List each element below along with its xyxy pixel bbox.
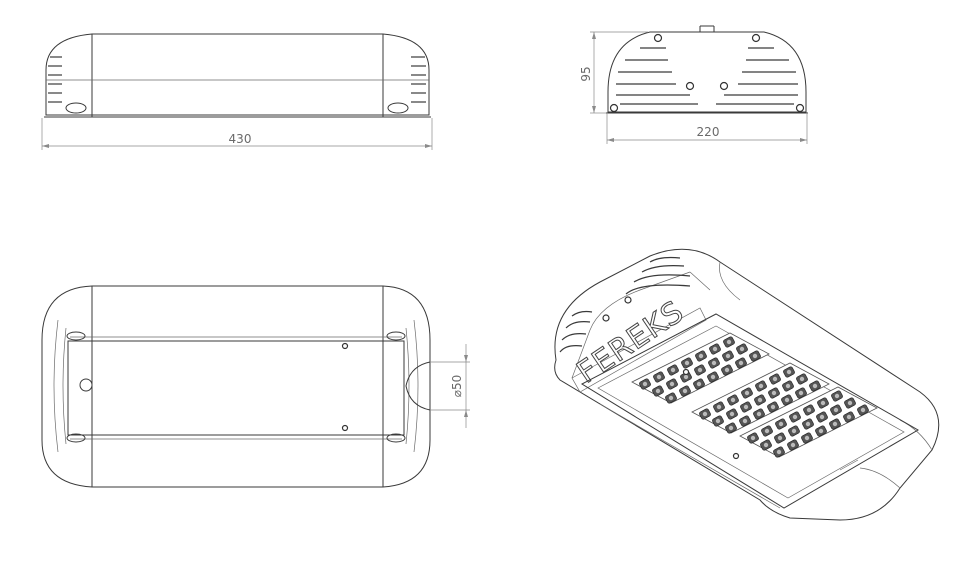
led-modules <box>631 332 878 458</box>
led-lens-center <box>712 346 718 352</box>
dimension-height-label: 95 <box>579 66 593 81</box>
led-lens-center <box>696 381 702 387</box>
led-lens-center <box>683 374 689 380</box>
led-lens-center <box>711 360 717 366</box>
led-lens-center <box>778 421 784 427</box>
led-lens-center <box>756 411 762 417</box>
dimension-length-label: 430 <box>229 132 252 146</box>
led-lens-center <box>698 353 704 359</box>
led-lens-center <box>818 428 824 434</box>
side-view-left-fins <box>48 56 87 114</box>
end-view-screws <box>609 33 805 113</box>
led-lens-center <box>819 414 825 420</box>
led-lens-center <box>730 397 736 403</box>
led-lens-center <box>806 407 812 413</box>
led-lens-center <box>739 346 745 352</box>
dimension-hole-label: ⌀50 <box>450 375 464 398</box>
led-lens-center <box>785 383 791 389</box>
led-lens-center <box>771 390 777 396</box>
led-lens-center <box>743 404 749 410</box>
led-lens-center <box>670 367 676 373</box>
led-lens-center <box>702 411 708 417</box>
led-lens-center <box>847 400 853 406</box>
led-lens-center <box>770 404 776 410</box>
led-lens-center <box>790 442 796 448</box>
led-lens-center <box>682 388 688 394</box>
led-lens-center <box>757 397 763 403</box>
led-lens-center <box>726 339 732 345</box>
side-view-right-fins <box>387 56 426 114</box>
led-lens-center <box>669 381 675 387</box>
top-view: ⌀50 <box>41 285 470 488</box>
led-lens-center <box>799 376 805 382</box>
led-lens-center <box>728 425 734 431</box>
led-lens-center <box>832 421 838 427</box>
led-lens-center <box>750 435 756 441</box>
led-lens-center <box>655 388 661 394</box>
led-lens-center <box>710 374 716 380</box>
led-lens-center <box>752 353 758 359</box>
led-lens-center <box>715 418 721 424</box>
end-view-left-fins <box>616 47 698 105</box>
dimension-width-label: 220 <box>697 125 720 139</box>
dimension-hole: ⌀50 <box>430 344 470 428</box>
led-lens-center <box>805 421 811 427</box>
led-lens-center <box>784 397 790 403</box>
led-lens-center <box>656 374 662 380</box>
led-lens-center <box>738 360 744 366</box>
led-lens-center <box>724 367 730 373</box>
dimension-height: 95 <box>579 31 648 114</box>
led-lens-center <box>777 435 783 441</box>
dimension-width: 220 <box>606 114 808 144</box>
led-lens-center <box>764 428 770 434</box>
led-lens-center <box>791 428 797 434</box>
led-lens-center <box>834 393 840 399</box>
led-lens-center <box>833 407 839 413</box>
led-lens-center <box>742 418 748 424</box>
led-lens-center <box>642 381 648 387</box>
led-lens-center <box>812 383 818 389</box>
led-lens-center <box>860 407 866 413</box>
led-lens-center <box>744 390 750 396</box>
end-view: 95 220 <box>579 25 808 144</box>
dimension-length: 430 <box>41 118 433 150</box>
led-lens-center <box>763 442 769 448</box>
led-lens-center <box>820 400 826 406</box>
led-lens-center <box>804 435 810 441</box>
led-lens-center <box>729 411 735 417</box>
led-lens-center <box>668 395 674 401</box>
iso-fins <box>559 256 691 353</box>
led-lens-center <box>697 367 703 373</box>
side-view: 430 <box>41 33 433 150</box>
led-lens-center <box>846 414 852 420</box>
led-lens-center <box>772 376 778 382</box>
end-view-right-fins <box>716 47 798 105</box>
led-lens-center <box>786 369 792 375</box>
led-lens-center <box>798 390 804 396</box>
isometric-view: FEREKS <box>554 248 940 521</box>
led-lens-center <box>776 449 782 455</box>
led-lens-center <box>792 414 798 420</box>
led-lens-center <box>684 360 690 366</box>
led-lens-center <box>758 383 764 389</box>
led-lens-center <box>716 404 722 410</box>
led-lens-center <box>725 353 731 359</box>
